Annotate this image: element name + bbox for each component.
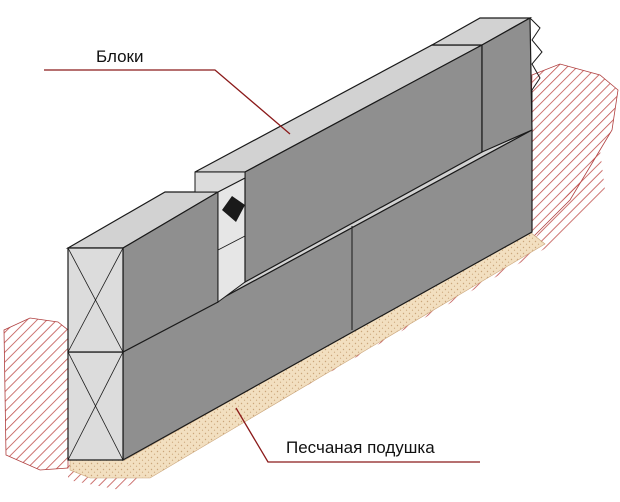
upper-right-break [529,17,543,130]
sand-leader-line [235,407,480,463]
soil [3,63,619,490]
sand-cushion [69,231,546,479]
gap-inner-wall [217,177,246,303]
upper-end-cross-b [67,247,124,353]
blocks-leader-line [44,69,291,135]
sand-cushion-label: Песчаная подушка [286,438,435,457]
upper-right-block [429,16,543,153]
lower-end-cross-b [67,351,124,461]
blocks-label: Блоки [96,47,143,66]
upper-long-end-sliver [194,171,246,193]
gap-shadow [222,196,245,222]
upper-gap [217,177,246,303]
gap-joint-line [217,235,246,251]
soil-left [3,317,69,471]
